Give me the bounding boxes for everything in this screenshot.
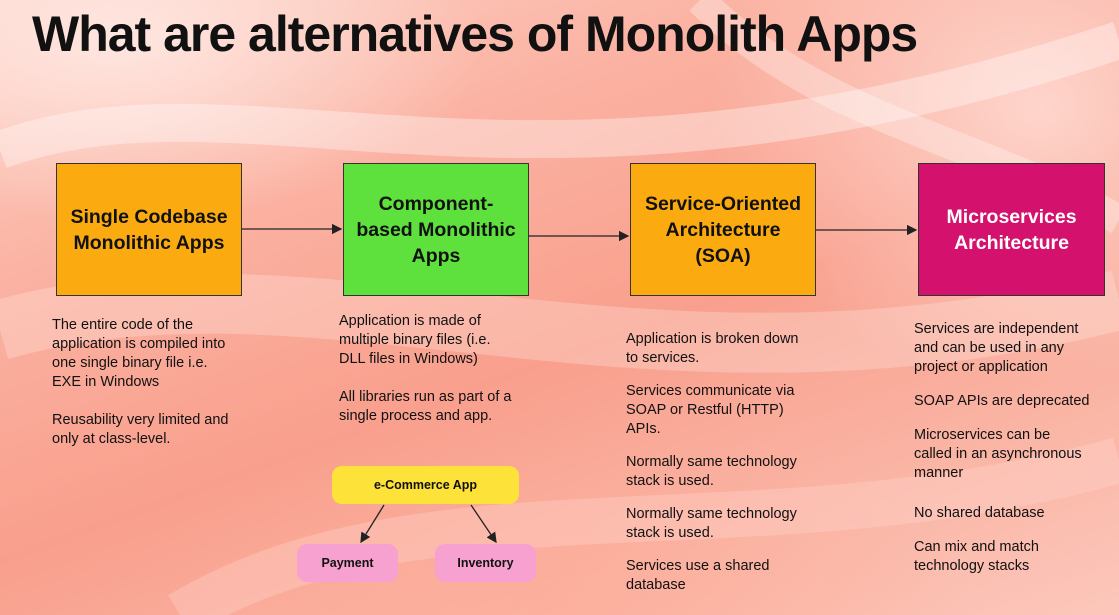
arrow-app-to-payment: [360, 504, 385, 544]
soa-notes: Application is broken down to services. …: [626, 330, 856, 595]
single-codebase-box: Single Codebase Monolithic Apps: [56, 163, 242, 296]
inventory-node: Inventory: [435, 544, 536, 582]
box-line: based Monolithic: [356, 218, 516, 241]
box-line: Microservices: [946, 205, 1077, 228]
note-paragraph: Services communicate via SOAP or Restful…: [626, 383, 795, 437]
box-line: Monolithic Apps: [73, 231, 225, 254]
note-paragraph: Normally same technology stack is used.: [626, 454, 797, 489]
note-paragraph: Services use a shared database: [626, 558, 770, 593]
microservices-box: Microservices Architecture: [918, 163, 1105, 296]
note-paragraph: Application is broken down to services.: [626, 331, 799, 366]
box-line: (SOA): [695, 244, 751, 267]
single-codebase-notes: The entire code of the application is co…: [52, 316, 282, 449]
payment-node: Payment: [297, 544, 398, 582]
box-line: Apps: [411, 244, 461, 267]
box-line: Single Codebase: [70, 205, 228, 228]
note-paragraph: Application is made of multiple binary f…: [339, 313, 491, 367]
note-paragraph: SOAP APIs are deprecated: [914, 393, 1090, 409]
microservices-notes: Services are independent and can be used…: [914, 320, 1119, 576]
box-line: Architecture: [954, 231, 1069, 254]
component-based-notes: Application is made of multiple binary f…: [339, 312, 569, 426]
slide-title: What are alternatives of Monolith Apps: [32, 6, 918, 62]
note-paragraph: Reusability very limited and only at cla…: [52, 412, 229, 447]
note-paragraph: Normally same technology stack is used.: [626, 506, 797, 541]
note-paragraph: Microservices can be called in an asynch…: [914, 427, 1082, 481]
box-line: Component-: [378, 192, 494, 215]
box-line: Service-Oriented: [644, 192, 802, 215]
note-paragraph: Can mix and match technology stacks: [914, 539, 1039, 574]
arrow-app-to-inventory: [470, 504, 497, 544]
note-paragraph: The entire code of the application is co…: [52, 317, 226, 390]
note-paragraph: No shared database: [914, 505, 1045, 521]
note-paragraph: All libraries run as part of a single pr…: [339, 389, 512, 424]
ecommerce-app-node: e-Commerce App: [332, 466, 519, 504]
component-based-box: Component- based Monolithic Apps: [343, 163, 529, 296]
box-line: Architecture: [665, 218, 781, 241]
note-paragraph: Services are independent and can be used…: [914, 321, 1079, 375]
soa-box: Service-Oriented Architecture (SOA): [630, 163, 816, 296]
